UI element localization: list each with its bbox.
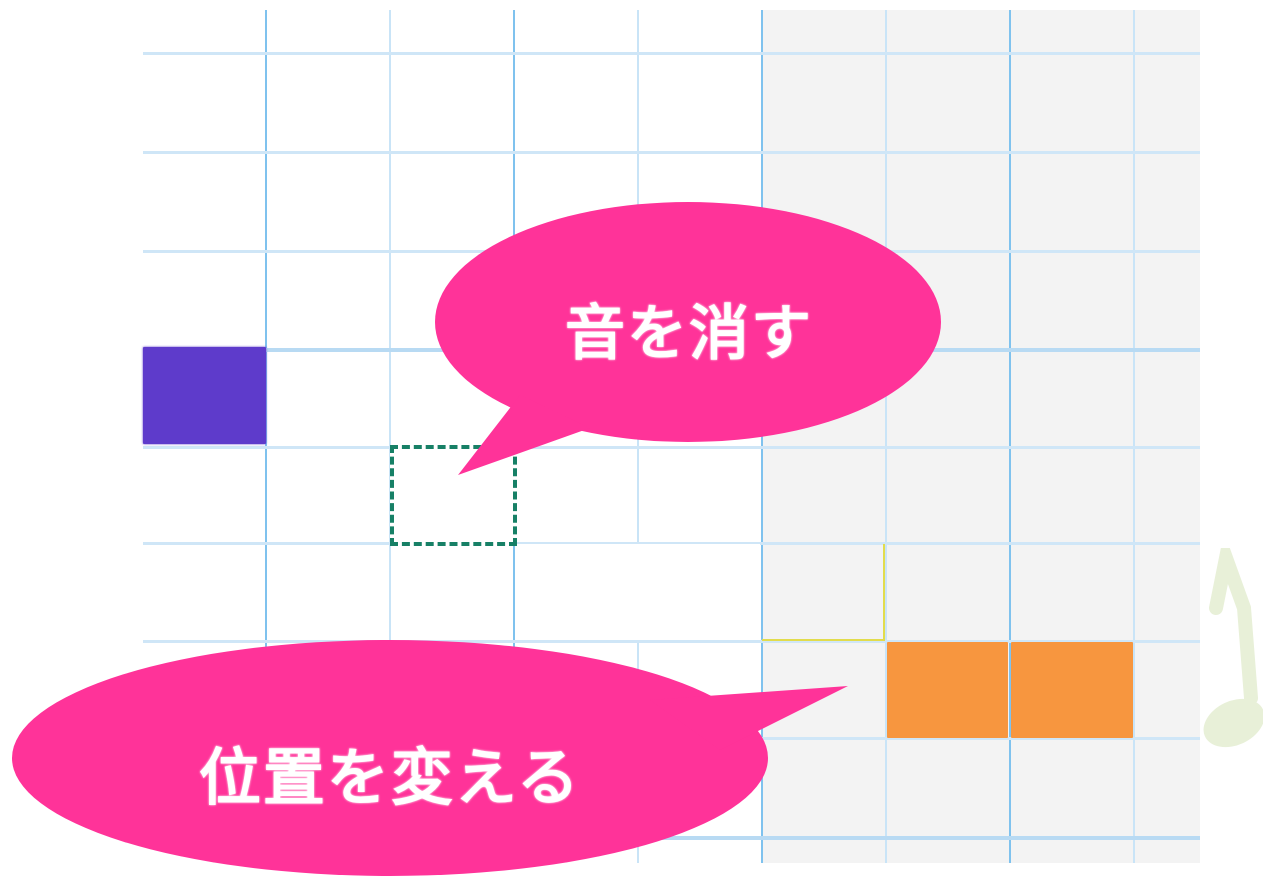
music-note-icon <box>1203 548 1263 748</box>
note-block[interactable] <box>143 347 266 444</box>
grid-highlight-cell <box>515 544 760 640</box>
grid-row-line <box>143 542 1200 545</box>
callout-delete-label: 音を消す <box>565 299 813 369</box>
deleted-note-placeholder[interactable] <box>390 445 517 546</box>
callout-bubble-move <box>12 640 848 876</box>
grid-beat-line <box>1009 10 1011 863</box>
note-block[interactable] <box>887 642 1008 738</box>
callout-move-label: 位置を変える <box>198 741 582 814</box>
grid-row-line <box>143 446 1200 449</box>
note-block[interactable] <box>1011 642 1133 738</box>
grid-subdivision-line <box>885 10 887 863</box>
grid-row-line <box>143 640 1200 643</box>
callout-bubble-delete <box>435 202 941 475</box>
grid-subdivision-line <box>389 10 391 863</box>
grid-row-line <box>143 52 1200 55</box>
grid-row-line <box>143 151 1200 154</box>
grid-row-line <box>143 836 1200 840</box>
drag-target-outline <box>762 544 885 641</box>
grid-beat-line <box>265 10 267 863</box>
grid-subdivision-line <box>1133 10 1135 863</box>
